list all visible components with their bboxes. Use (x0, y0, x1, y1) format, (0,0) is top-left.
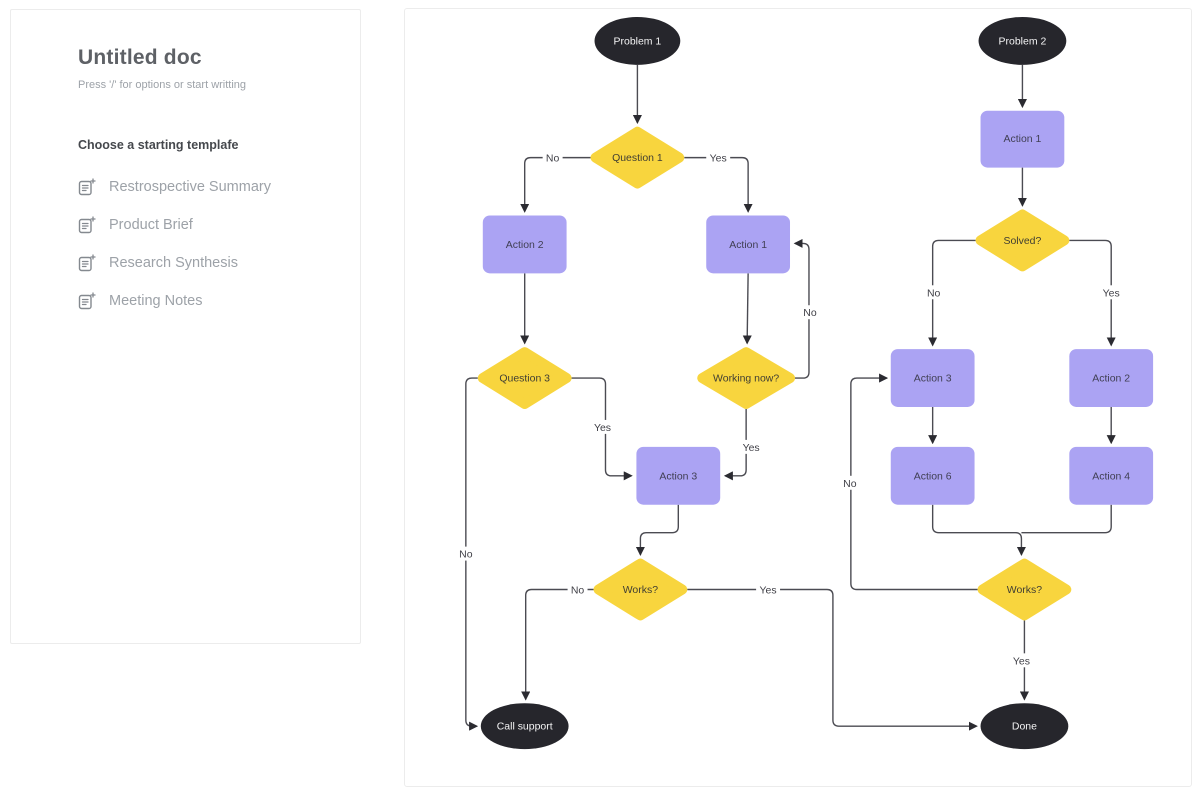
svg-text:Yes: Yes (1013, 656, 1030, 667)
svg-text:Works?: Works? (623, 585, 658, 596)
svg-text:No: No (927, 288, 941, 299)
node-working-now[interactable]: Working now? (697, 347, 796, 409)
edge-label-solved-no[interactable]: No (923, 285, 944, 299)
template-item-label: Research Synthesis (109, 255, 238, 271)
doc-editor-placeholder[interactable]: Press '/' for options or start writting (78, 79, 247, 91)
svg-text:Yes: Yes (594, 423, 611, 434)
svg-text:Works?: Works? (1007, 585, 1042, 596)
edge-action1-workingnow[interactable] (742, 273, 752, 345)
new-doc-template-icon (78, 178, 96, 196)
node-action-1-left[interactable]: Action 1 (706, 215, 791, 274)
new-doc-template-icon (78, 254, 96, 272)
edge-label-worksR-no[interactable]: No (839, 475, 860, 490)
svg-text:Problem 1: Problem 1 (614, 36, 662, 47)
edge-label-solved-yes[interactable]: Yes (1099, 285, 1124, 299)
edge-worksL-no[interactable] (521, 588, 594, 701)
svg-text:Question 1: Question 1 (612, 153, 663, 164)
edge-label-question1-yes[interactable]: Yes (706, 150, 731, 165)
svg-text:Yes: Yes (1103, 288, 1120, 299)
node-action-4-right[interactable]: Action 4 (1069, 446, 1154, 505)
edge-question1-no[interactable] (520, 156, 591, 213)
edge-label-question1-no[interactable]: No (542, 150, 563, 165)
node-question-1[interactable]: Question 1 (590, 126, 685, 189)
flowchart-canvas-panel[interactable]: No Yes Yes No No Yes (404, 8, 1192, 787)
node-action-3-right[interactable]: Action 3 (890, 349, 975, 407)
svg-text:No: No (843, 479, 857, 490)
flowchart-svg: No Yes Yes No No Yes (455, 16, 1154, 750)
edge-action3-works[interactable] (635, 504, 680, 556)
svg-text:Yes: Yes (760, 585, 777, 596)
edge-label-workingnow-yes[interactable]: Yes (739, 439, 764, 454)
svg-text:No: No (546, 154, 560, 165)
doc-title[interactable]: Untitled doc (78, 46, 202, 69)
node-solved[interactable]: Solved? (975, 209, 1070, 272)
svg-text:No: No (459, 550, 473, 561)
edge-label-worksR-yes[interactable]: Yes (1009, 653, 1034, 667)
node-action-2-left[interactable]: Action 2 (482, 215, 567, 274)
svg-text:No: No (803, 308, 817, 319)
svg-text:Action 1: Action 1 (729, 240, 767, 251)
node-problem-1[interactable]: Problem 1 (594, 16, 681, 65)
template-item-label: Restrospective Summary (109, 179, 271, 195)
node-works-left[interactable]: Works? (593, 558, 688, 621)
node-action-1-right[interactable]: Action 1 (980, 110, 1065, 168)
edge-action4-merge[interactable] (1021, 504, 1112, 534)
new-doc-template-icon (78, 216, 96, 234)
edge-question1-yes[interactable] (684, 156, 753, 213)
svg-text:Question 3: Question 3 (499, 374, 550, 385)
svg-text:Working now?: Working now? (713, 374, 779, 385)
edge-action6-merge-works[interactable] (931, 504, 1026, 556)
doc-panel: Untitled doc Press '/' for options or st… (10, 9, 361, 644)
node-call-support[interactable]: Call support (480, 703, 569, 750)
svg-text:Action 3: Action 3 (914, 374, 952, 385)
edge-solved-yes[interactable] (1069, 239, 1116, 347)
svg-text:Action 4: Action 4 (1092, 471, 1130, 482)
node-problem-2[interactable]: Problem 2 (978, 16, 1067, 65)
svg-text:Done: Done (1012, 722, 1037, 733)
node-works-right[interactable]: Works? (977, 558, 1072, 621)
edge-label-worksL-yes[interactable]: Yes (756, 582, 781, 597)
svg-text:Action 3: Action 3 (659, 471, 697, 482)
svg-text:Call support: Call support (497, 722, 553, 733)
node-question-3[interactable]: Question 3 (477, 347, 572, 409)
svg-text:Action 2: Action 2 (506, 240, 544, 251)
template-item-meeting-notes[interactable]: Meeting Notes (78, 282, 334, 320)
svg-text:Action 1: Action 1 (1004, 134, 1042, 145)
template-item-label: Meeting Notes (109, 293, 203, 309)
template-item-label: Product Brief (109, 217, 193, 233)
edge-label-question3-no[interactable]: No (455, 546, 476, 561)
svg-text:Yes: Yes (710, 154, 727, 165)
template-item-product-brief[interactable]: Product Brief (78, 206, 334, 244)
svg-text:No: No (571, 585, 585, 596)
edge-label-question3-yes[interactable]: Yes (590, 419, 615, 434)
node-action-3-left[interactable]: Action 3 (636, 446, 721, 505)
edge-label-workingnow-no[interactable]: No (799, 305, 820, 319)
template-item-research-synthesis[interactable]: Research Synthesis (78, 244, 334, 282)
edge-label-worksL-no[interactable]: No (567, 582, 588, 597)
template-list: Restrospective Summary Product Brief (78, 168, 334, 320)
templates-heading: Choose a starting templafe (78, 138, 239, 152)
node-action-2-right[interactable]: Action 2 (1069, 349, 1154, 407)
node-done[interactable]: Done (980, 703, 1069, 750)
template-item-retrospective-summary[interactable]: Restrospective Summary (78, 168, 334, 206)
new-doc-template-icon (78, 292, 96, 310)
svg-text:Action 2: Action 2 (1092, 374, 1130, 385)
svg-text:Problem 2: Problem 2 (999, 36, 1047, 47)
svg-text:Solved?: Solved? (1004, 236, 1042, 247)
svg-text:Yes: Yes (743, 443, 760, 454)
node-action-6-right[interactable]: Action 6 (890, 446, 975, 505)
edge-workingnow-yes[interactable] (723, 408, 747, 481)
edge-solved-no[interactable] (928, 239, 976, 347)
edge-worksL-yes[interactable] (687, 588, 978, 731)
svg-text:Action 6: Action 6 (914, 471, 952, 482)
